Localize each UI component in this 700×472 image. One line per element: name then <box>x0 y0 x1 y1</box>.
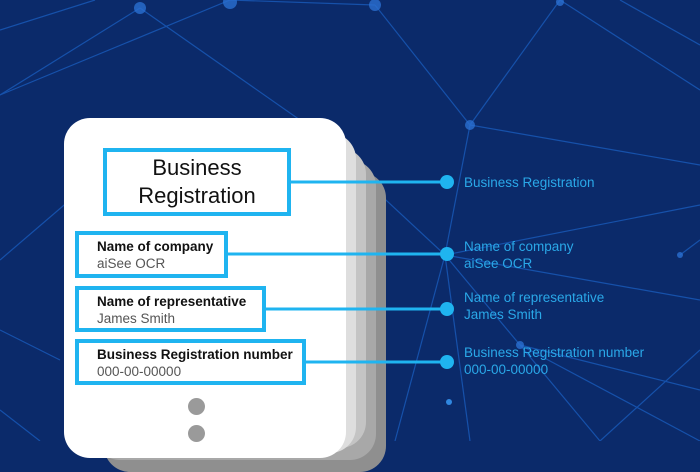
extracted-registration-number: Business Registration number 000-00-0000… <box>464 344 644 378</box>
extracted-label: Business Registration number <box>464 345 645 360</box>
field-registration-number-label: Business Registration number <box>97 347 293 362</box>
extracted-label: Business Registration <box>464 175 595 190</box>
extracted-value: aiSee OCR <box>464 256 533 271</box>
extracted-value: 000-00-00000 <box>464 362 549 377</box>
document-title-box: Business Registration <box>103 148 291 216</box>
field-representative: Name of representative James Smith <box>75 286 266 332</box>
ellipsis-dot-icon <box>188 398 205 415</box>
connector-lines <box>228 175 454 369</box>
field-registration-number: Business Registration number 000-00-0000… <box>75 339 306 385</box>
extracted-company: Name of company aiSee OCR <box>464 238 574 272</box>
field-representative-label: Name of representative <box>97 294 247 309</box>
document-title: Business Registration <box>138 155 256 208</box>
field-company: Name of company aiSee OCR <box>75 231 228 278</box>
field-company-label: Name of company <box>97 239 214 254</box>
field-company-value: aiSee OCR <box>97 256 166 271</box>
node-icon-4 <box>440 355 454 369</box>
node-icon-2 <box>440 247 454 261</box>
field-registration-number-value: 000-00-00000 <box>97 364 182 379</box>
extracted-value: James Smith <box>464 307 543 322</box>
ellipsis-dot-icon <box>188 425 205 442</box>
extracted-business-registration: Business Registration <box>464 174 595 191</box>
node-icon-1 <box>440 175 454 189</box>
extracted-label: Name of company <box>464 239 574 254</box>
field-representative-value: James Smith <box>97 311 176 326</box>
extracted-representative: Name of representative James Smith <box>464 289 604 323</box>
extracted-label: Name of representative <box>464 290 605 305</box>
node-icon-3 <box>440 302 454 316</box>
